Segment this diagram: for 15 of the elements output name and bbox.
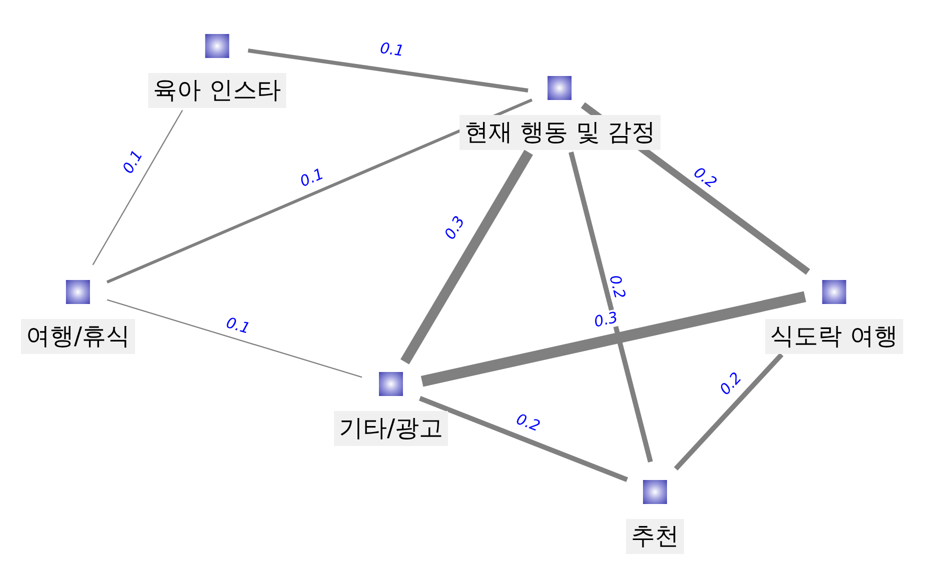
connector-line — [418, 396, 628, 482]
connector-line — [248, 48, 528, 92]
connector-line — [568, 152, 653, 463]
connector-line — [92, 110, 183, 266]
node-label: 식도락 여행 — [765, 319, 903, 354]
connector-line — [106, 299, 362, 378]
node-label: 추천 — [626, 519, 684, 554]
node-label: 여행/휴식 — [20, 319, 136, 354]
connector-line — [400, 150, 534, 364]
node-label: 현재 행동 및 감정 — [460, 115, 660, 150]
node-label: 육아 인스타 — [148, 73, 286, 108]
node-label: 기타/광고 — [334, 411, 448, 446]
connector-line — [674, 352, 784, 470]
connector-line — [106, 98, 533, 284]
connector-line — [420, 291, 806, 387]
